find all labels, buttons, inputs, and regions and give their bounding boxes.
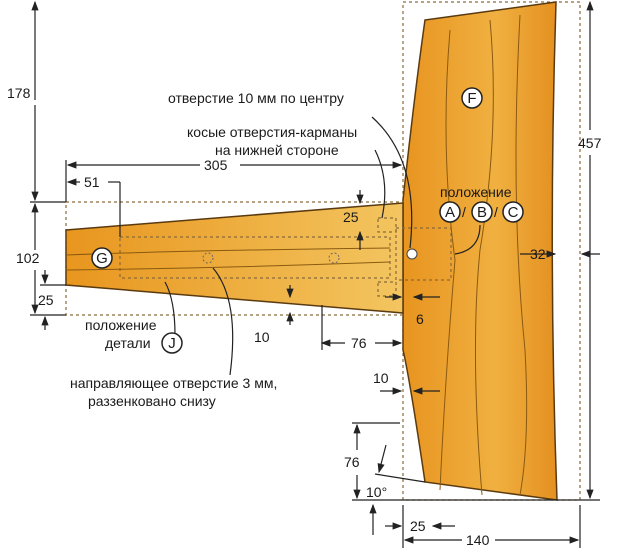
- separator: /: [494, 204, 498, 220]
- part-f-marker: F: [461, 87, 483, 109]
- label-center-hole: отверстие 10 мм по центру: [168, 90, 344, 106]
- svg-text:J: J: [168, 335, 176, 352]
- dim-140: 140: [466, 532, 490, 548]
- part-b-marker: B: [471, 201, 493, 223]
- wood-grain: [439, 29, 456, 491]
- dim-305: 305: [204, 157, 228, 173]
- dim-25-bottom: 25: [410, 518, 426, 534]
- dim-102: 102: [16, 250, 40, 266]
- dim-10-mid: 10: [254, 329, 270, 345]
- svg-text:G: G: [96, 250, 108, 267]
- svg-text:A: A: [445, 204, 455, 221]
- label-pilot-hole-2: раззенковано снизу: [88, 393, 216, 409]
- center-hole: [406, 248, 418, 260]
- dimension-lines: [30, 0, 600, 548]
- part-a-marker: A: [439, 201, 461, 223]
- dim-25-top: 25: [343, 209, 359, 225]
- label-position-abc: положение: [440, 184, 512, 200]
- dim-25-left: 25: [38, 292, 54, 308]
- label-position-j-1: положение: [85, 317, 157, 333]
- part-g-blank: [65, 201, 404, 316]
- pilot-hole-1: [202, 252, 214, 264]
- svg-text:C: C: [508, 204, 519, 221]
- pilot-hole-2: [328, 252, 340, 264]
- part-g-marker: G: [91, 247, 113, 269]
- wood-grain: [474, 19, 494, 496]
- dim-angle: 10°: [366, 484, 387, 500]
- dim-76-low: 76: [344, 454, 360, 470]
- dim-51: 51: [84, 174, 100, 190]
- dim-76-mid: 76: [351, 335, 367, 351]
- label-pocket-holes-1: косые отверстия-карманы: [187, 124, 357, 140]
- label-pocket-holes-2: на нижней стороне: [215, 142, 339, 158]
- parts-abc-position: [395, 227, 452, 281]
- separator: /: [462, 204, 466, 220]
- dim-457: 457: [578, 135, 602, 151]
- dim-32: 32: [530, 246, 546, 262]
- pocket-hole-top: [377, 217, 397, 233]
- part-c-marker: C: [502, 201, 524, 223]
- label-pilot-hole-1: направляющее отверстие 3 мм,: [70, 375, 277, 391]
- pocket-hole-bottom: [377, 281, 397, 297]
- part-j-marker: J: [161, 332, 183, 354]
- part-g: [65, 202, 404, 314]
- svg-text:B: B: [477, 204, 487, 221]
- svg-text:F: F: [467, 90, 476, 107]
- dim-6: 6: [416, 311, 424, 327]
- part-j-position: [119, 236, 391, 279]
- dim-10-low: 10: [373, 370, 389, 386]
- wood-grain: [515, 14, 528, 496]
- label-position-j-2: детали: [105, 335, 151, 351]
- dim-178: 178: [7, 85, 31, 101]
